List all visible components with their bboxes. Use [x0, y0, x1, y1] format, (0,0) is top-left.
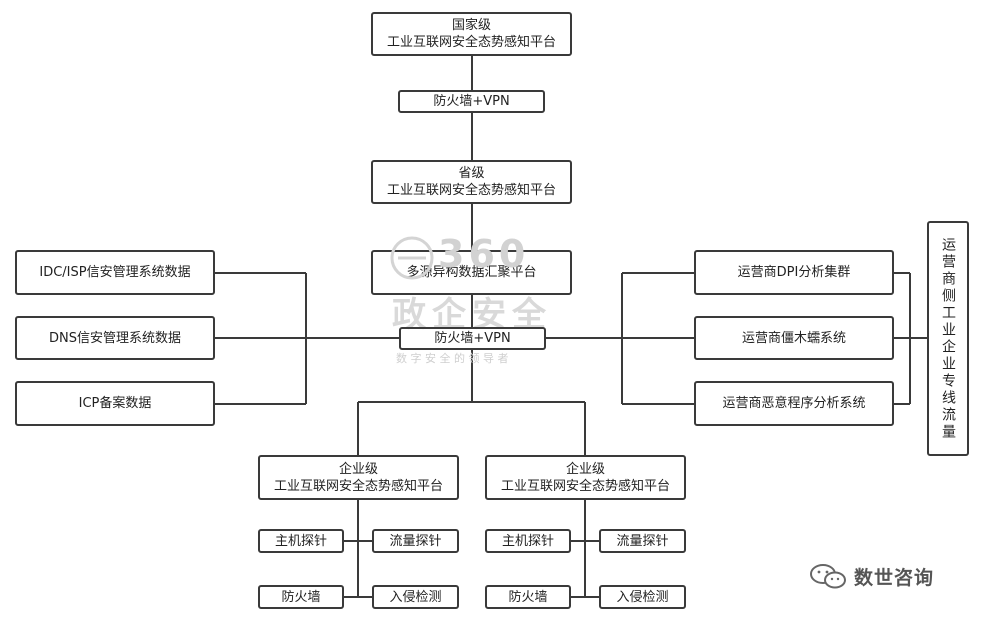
left-source-box: ICP备案数据	[15, 381, 215, 426]
traffic-probe-label: 流量探针	[616, 533, 669, 549]
national-platform-box: 国家级 工业互联网安全态势感知平台	[371, 12, 572, 56]
enterprise-platform-box: 企业级 工业互联网安全态势感知平台	[258, 455, 459, 500]
traffic-probe-box: 流量探针	[599, 529, 686, 553]
enterprise-platform-box: 企业级 工业互联网安全态势感知平台	[485, 455, 686, 500]
enterprise-platform-label: 工业互联网安全态势感知平台	[500, 478, 670, 494]
firewall-vpn-middle-label: 防火墙+VPN	[434, 331, 511, 346]
host-probe-box: 主机探针	[485, 529, 571, 553]
left-source-box: IDC/ISP信安管理系统数据	[15, 250, 215, 295]
firewall-vpn-middle-box: 防火墙+VPN	[399, 327, 546, 350]
traffic-probe-label: 流量探针	[389, 533, 442, 549]
data-aggregation-platform-label: 多源异构数据汇聚平台	[406, 265, 537, 280]
traffic-probe-box: 流量探针	[372, 529, 459, 553]
host-probe-label: 主机探针	[501, 533, 554, 549]
right-source-box: 运营商僵木蠕系统	[694, 316, 894, 360]
firewall-vpn-top-box: 防火墙+VPN	[398, 90, 545, 113]
host-probe-label: 主机探针	[274, 533, 327, 549]
national-level-label: 国家级	[451, 18, 491, 33]
left-source-box: DNS信安管理系统数据	[15, 316, 215, 360]
provincial-platform-box: 省级 工业互联网安全态势感知平台	[371, 160, 572, 204]
enterprise-platform-label: 工业互联网安全态势感知平台	[273, 478, 443, 494]
provincial-level-label: 省级	[458, 166, 485, 181]
intrusion-detection-label: 入侵检测	[389, 589, 442, 605]
host-probe-box: 主机探针	[258, 529, 344, 553]
wechat-account-name: 数世咨询	[854, 566, 935, 589]
right-source-box: 运营商DPI分析集群	[694, 250, 894, 295]
firewall-vpn-top-label: 防火墙+VPN	[433, 94, 510, 109]
intrusion-detection-label: 入侵检测	[616, 589, 669, 605]
right-source-label: 运营商DPI分析集群	[737, 265, 851, 280]
data-aggregation-platform-box: 多源异构数据汇聚平台	[371, 250, 572, 295]
national-platform-label: 工业互联网安全态势感知平台	[386, 35, 556, 50]
right-source-label: 运营商僵木蠕系统	[741, 330, 846, 346]
left-source-label: IDC/ISP信安管理系统数据	[39, 265, 191, 280]
provincial-platform-label: 工业互联网安全态势感知平台	[386, 183, 556, 198]
operator-flow-box: 运营商侧工业企业专线流量	[927, 221, 969, 456]
left-source-label: DNS信安管理系统数据	[49, 330, 181, 346]
enterprise-level-label: 企业级	[565, 461, 605, 477]
intrusion-detection-box: 入侵检测	[372, 585, 459, 609]
firewall-label: 防火墙	[281, 589, 321, 605]
right-source-label: 运营商恶意程序分析系统	[722, 396, 866, 411]
intrusion-detection-box: 入侵检测	[599, 585, 686, 609]
operator-flow-label: 运营商侧工业企业专线流量	[940, 236, 956, 441]
wechat-account-brand: 数世咨询	[808, 560, 934, 592]
wechat-icon	[810, 564, 846, 589]
enterprise-level-label: 企业级	[338, 461, 378, 477]
firewall-box: 防火墙	[485, 585, 571, 609]
left-source-label: ICP备案数据	[78, 396, 152, 411]
firewall-label: 防火墙	[508, 589, 548, 605]
right-source-box: 运营商恶意程序分析系统	[694, 381, 894, 426]
firewall-box: 防火墙	[258, 585, 344, 609]
